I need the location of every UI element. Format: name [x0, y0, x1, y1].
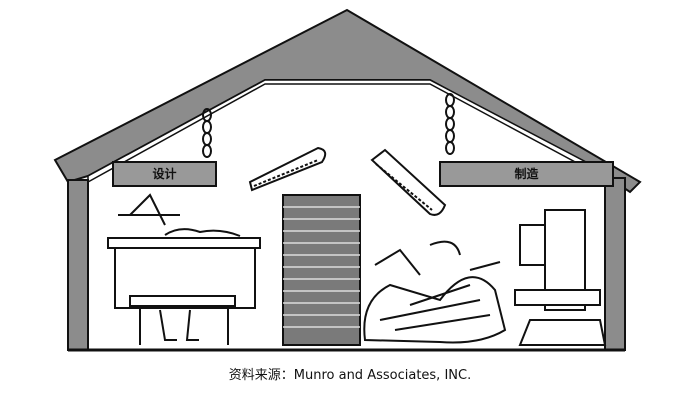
manufacturing-machine [514, 209, 607, 346]
chain-left [202, 108, 212, 158]
source-caption: 资料来源：Munro and Associates, INC. [228, 368, 472, 383]
blueprint-roll-2 [370, 148, 447, 216]
sign-manufacturing [439, 161, 614, 187]
sign-design [112, 161, 217, 187]
sign-design-label: 设计 [152, 167, 177, 181]
left-wall [67, 179, 89, 351]
blueprint-roll-1 [248, 146, 327, 192]
brick-wall [282, 194, 361, 346]
design-desk [107, 193, 261, 345]
scrap-pile [363, 240, 507, 344]
right-wall [604, 177, 626, 351]
chain-right [445, 93, 455, 155]
sign-manufacturing-label: 制造 [514, 167, 539, 181]
